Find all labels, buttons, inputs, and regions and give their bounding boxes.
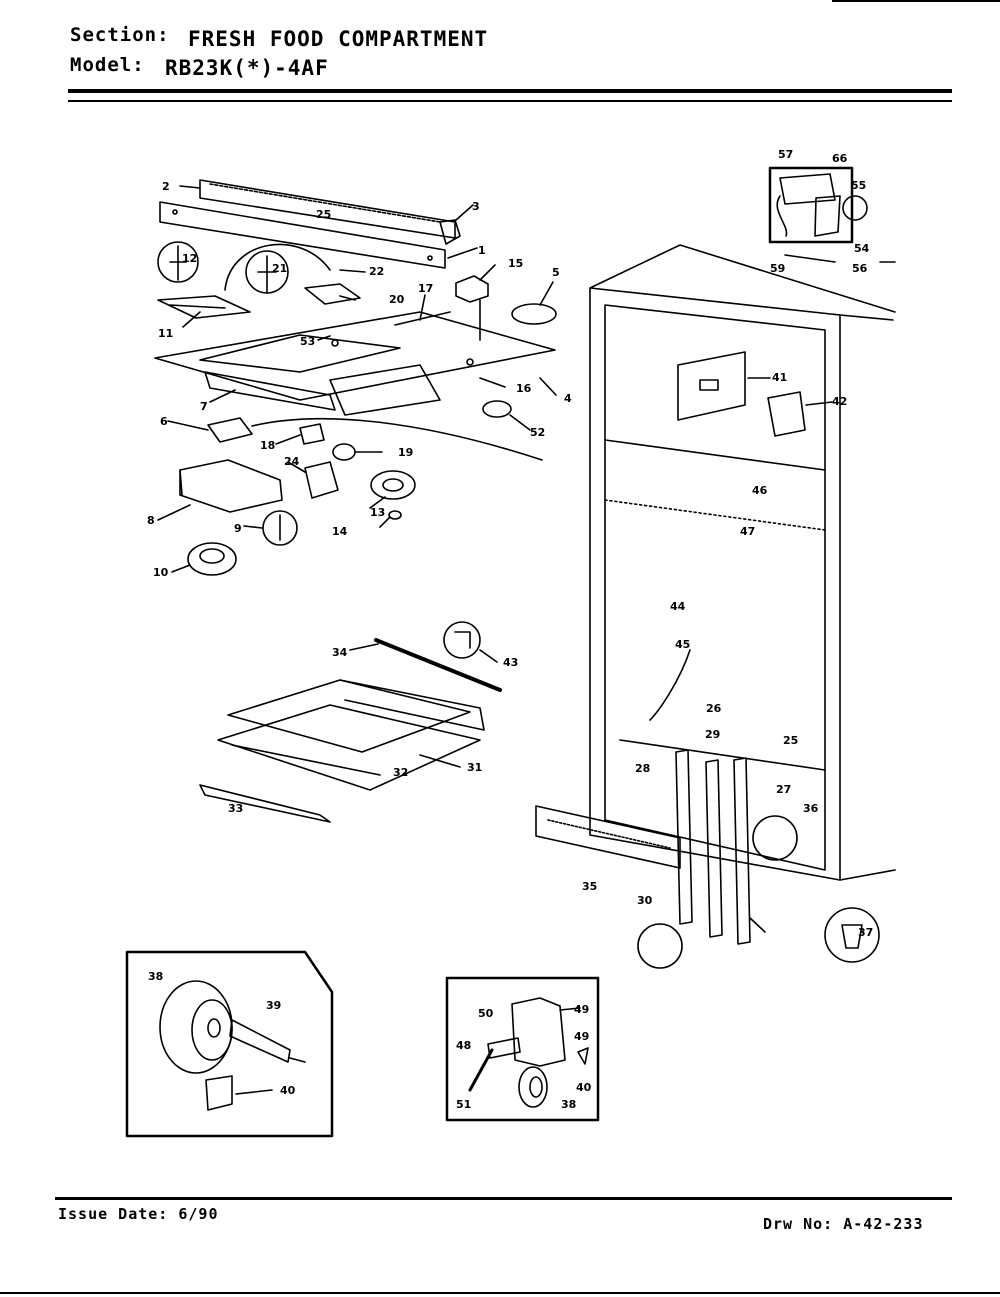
callout: 7 — [200, 400, 208, 413]
callout: 10 — [153, 566, 169, 579]
callout: 5 — [552, 266, 560, 279]
callout: 49 — [574, 1003, 589, 1016]
callout: 11 — [158, 327, 173, 340]
control-assembly — [154, 179, 557, 576]
callout: 41 — [772, 371, 787, 384]
callout: 36 — [803, 802, 819, 815]
top-corner-rule — [832, 0, 1000, 2]
callout: 35 — [582, 880, 597, 893]
footer-rule — [55, 1197, 952, 1200]
callout: 19 — [398, 446, 413, 459]
callout: 48 — [456, 1039, 471, 1052]
callout: 4 — [564, 392, 572, 405]
callout: 2 — [162, 180, 170, 193]
model-number: RB23K(*)-4AF — [165, 56, 329, 80]
callout: 33 — [228, 802, 243, 815]
callout: 13 — [370, 506, 385, 519]
callout: 50 — [478, 1007, 494, 1020]
bracket-detail-box — [445, 976, 600, 1122]
callout: 32 — [393, 766, 408, 779]
callout: 55 — [851, 179, 866, 192]
shelf-assembly — [199, 621, 502, 823]
callout: 14 — [332, 525, 348, 538]
header-rule-thick — [68, 89, 952, 93]
callout: 16 — [516, 382, 532, 395]
callout: 26 — [706, 702, 722, 715]
section-title: FRESH FOOD COMPARTMENT — [188, 27, 489, 51]
roller-detail-box — [125, 950, 334, 1138]
callout: 27 — [776, 783, 791, 796]
hinge-detail-box — [768, 166, 868, 263]
callout: 3 — [472, 200, 480, 213]
callout: 42 — [832, 395, 847, 408]
callout: 31 — [467, 761, 482, 774]
callout: 52 — [530, 426, 545, 439]
callout: 18 — [260, 439, 275, 452]
callout: 1 — [478, 244, 486, 257]
callout: 38 — [148, 970, 163, 983]
callout: 29 — [705, 728, 720, 741]
drawing-number: Drw No: A-42-233 — [763, 1215, 924, 1233]
callout: 20 — [389, 293, 405, 306]
callout: 8 — [147, 514, 155, 527]
callout: 25 — [316, 208, 331, 221]
callout: 59 — [770, 262, 785, 275]
callout: 39 — [266, 999, 281, 1012]
section-label: Section: — [70, 24, 170, 46]
model-label: Model: — [70, 54, 145, 76]
callout: 47 — [740, 525, 755, 538]
callout: 28 — [635, 762, 650, 775]
callout: 24 — [284, 455, 300, 468]
callout: 22 — [369, 265, 384, 278]
callout: 45 — [675, 638, 690, 651]
bottom-rule — [0, 1292, 1000, 1294]
callout: 17 — [418, 282, 433, 295]
callout: 46 — [752, 484, 768, 497]
callout: 34 — [332, 646, 348, 659]
callout: 54 — [854, 242, 870, 255]
header-rule-thin — [68, 100, 952, 102]
callout-labels: 2 3 1 25 12 21 22 15 5 20 17 11 53 4 16 … — [147, 148, 873, 1111]
callout: 40 — [576, 1081, 592, 1094]
callout: 49 — [574, 1030, 589, 1043]
cabinet — [535, 244, 896, 969]
callout: 66 — [832, 152, 848, 165]
callout: 56 — [852, 262, 868, 275]
callout: 37 — [858, 926, 873, 939]
callout: 25 — [783, 734, 798, 747]
callout: 43 — [503, 656, 518, 669]
callout: 40 — [280, 1084, 296, 1097]
callout: 53 — [300, 335, 315, 348]
callout: 30 — [637, 894, 653, 907]
callout: 51 — [456, 1098, 471, 1111]
callout: 15 — [508, 257, 523, 270]
callout: 12 — [182, 252, 197, 265]
callout: 9 — [234, 522, 242, 535]
callout: 57 — [778, 148, 793, 161]
callout: 44 — [670, 600, 686, 613]
issue-date: Issue Date: 6/90 — [58, 1205, 219, 1223]
callout: 38 — [561, 1098, 576, 1111]
callout: 6 — [160, 415, 168, 428]
callout: 21 — [272, 262, 287, 275]
